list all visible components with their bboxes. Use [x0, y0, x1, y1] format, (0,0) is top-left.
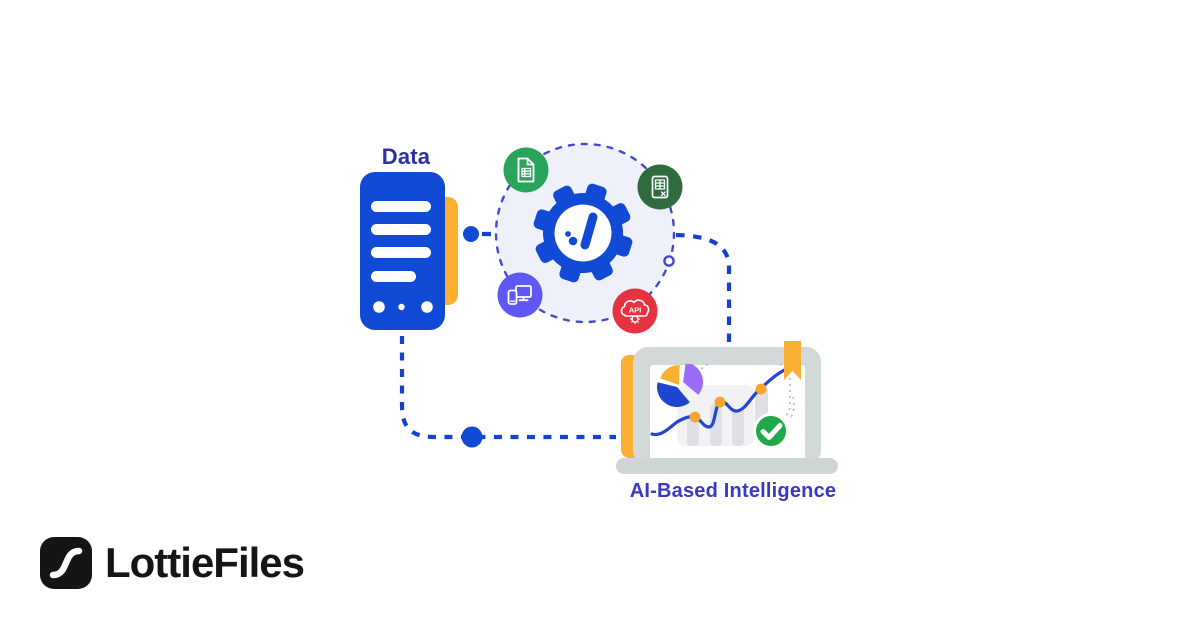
connector-node-dot-bottom — [461, 426, 483, 448]
pie-chart — [657, 364, 704, 408]
lottiefiles-logo: LottieFiles — [40, 537, 305, 589]
server-slots — [371, 201, 433, 313]
line-chart — [650, 366, 791, 437]
data-source-label: Data — [381, 144, 431, 169]
check-badge-icon — [753, 413, 789, 449]
decorative-dotted-arc — [789, 396, 795, 420]
connector-node-dot-top — [463, 226, 479, 242]
table-report-icon — [637, 164, 683, 210]
gear-icon — [533, 183, 633, 283]
ai-intelligence-label: AI-Based Intelligence — [629, 480, 837, 502]
connector-hub-to-laptop — [675, 232, 732, 345]
lottiefiles-wordmark: LottieFiles — [105, 539, 305, 586]
laptop-base — [616, 458, 838, 474]
hub-dashed-ring — [494, 142, 676, 324]
decorative-dotted-outline — [697, 364, 791, 422]
api-badge-label: API — [629, 306, 642, 315]
database-icon — [360, 172, 458, 330]
bookmark-icon — [784, 341, 801, 380]
api-cloud-icon: API — [612, 288, 658, 334]
spreadsheet-document-icon — [503, 147, 549, 193]
devices-icon — [497, 272, 543, 318]
dashboard-content — [650, 364, 795, 449]
connector-data-to-laptop — [399, 336, 616, 440]
lottiefiles-mark-icon — [40, 537, 92, 589]
connector-node-ring — [663, 255, 675, 267]
laptop-icon — [616, 341, 838, 474]
analytics-glyph — [565, 212, 598, 250]
